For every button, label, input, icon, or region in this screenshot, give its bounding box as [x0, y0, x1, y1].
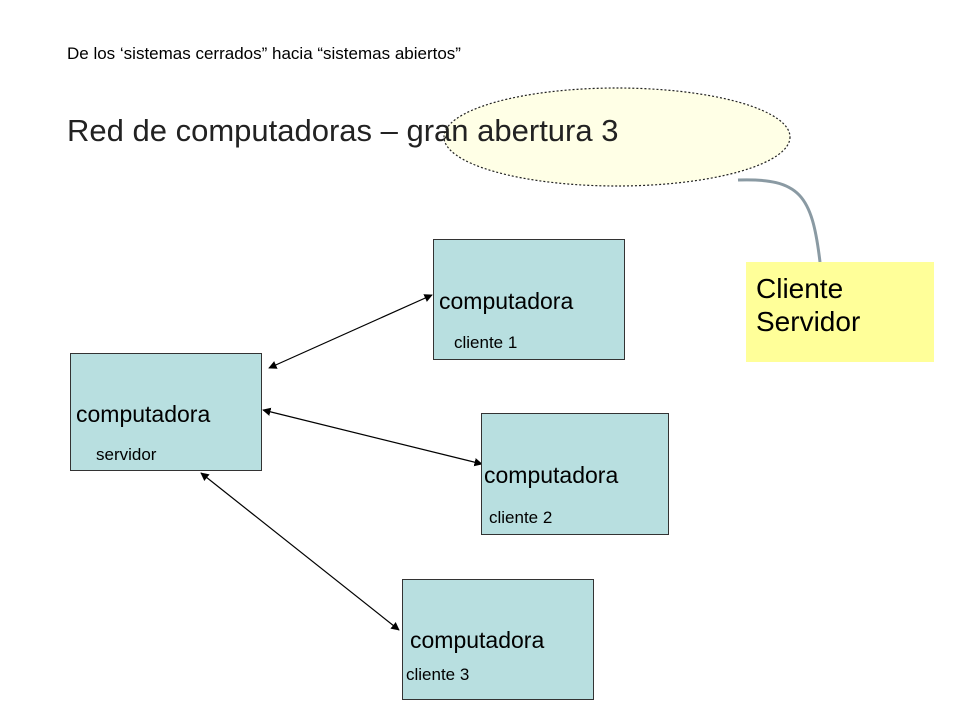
client2-label: computadora [484, 462, 619, 488]
client3-box: computadora cliente 3 [402, 579, 594, 700]
highlight-ellipse [443, 87, 791, 187]
slide-title: Red de computadoras – gran abertura 3 [67, 113, 619, 148]
arrow-server-client1 [268, 294, 433, 369]
client3-label: computadora [410, 627, 545, 653]
client1-box: computadora cliente 1 [433, 239, 625, 360]
client2-box: computadora cliente 2 [481, 413, 669, 535]
server-box: computadora servidor [70, 353, 262, 471]
callout-line-2: Servidor [756, 306, 861, 337]
client-server-callout: Cliente Servidor [746, 262, 934, 362]
callout-line-1: Cliente [756, 273, 844, 304]
client1-label: computadora [439, 288, 574, 314]
client2-role: cliente 2 [489, 508, 553, 527]
client3-role: cliente 3 [406, 665, 470, 684]
server-label: computadora [76, 401, 211, 427]
arrow-server-client2 [262, 407, 483, 467]
slide-subtitle: De los ‘sistemas cerrados” hacia “sistem… [67, 44, 461, 63]
client1-role: cliente 1 [454, 333, 518, 352]
callout-connector [737, 178, 822, 263]
server-role: servidor [96, 445, 157, 464]
arrow-server-client3 [200, 472, 400, 631]
